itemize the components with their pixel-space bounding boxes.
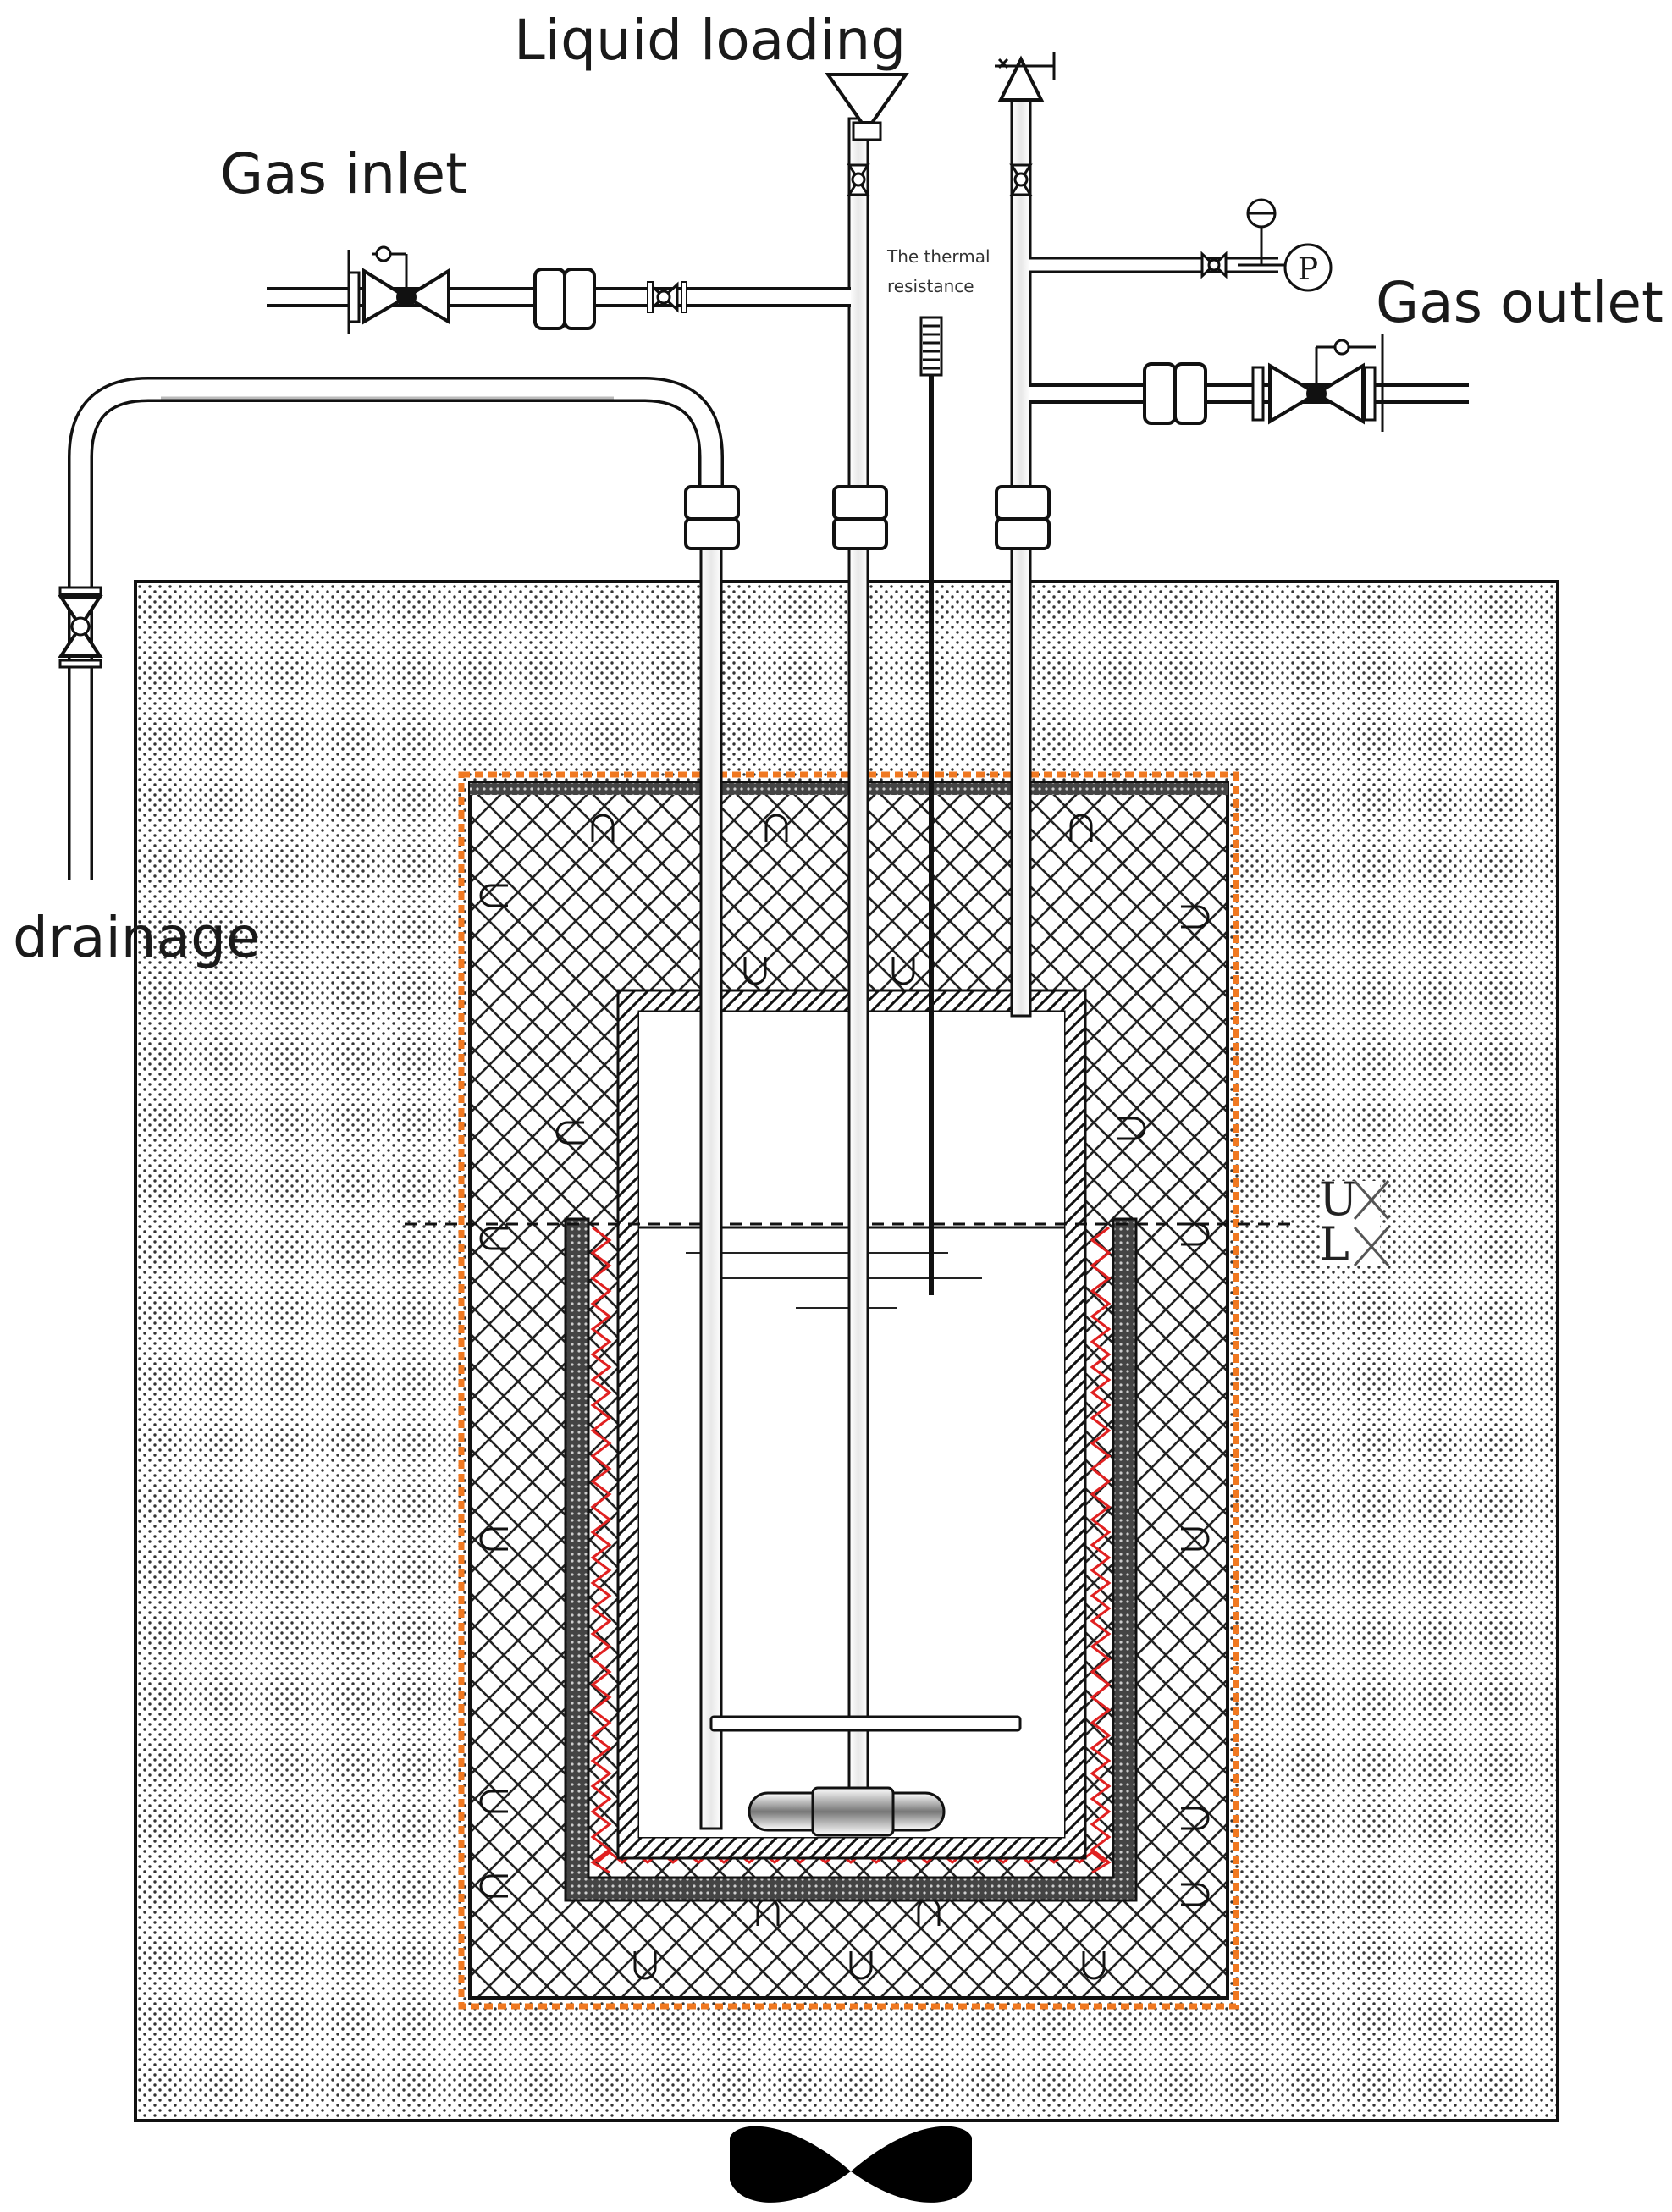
level-indicators: U L bbox=[1319, 1172, 1390, 1271]
stir-bar-icon bbox=[748, 1786, 946, 1837]
gas-inlet-control-valve-icon[interactable] bbox=[347, 245, 450, 334]
pressure-gauge-line: P bbox=[1029, 198, 1333, 292]
safety-valve-icon[interactable] bbox=[995, 52, 1056, 102]
funnel-icon bbox=[825, 73, 909, 141]
drainage-tube bbox=[68, 377, 724, 1830]
gas-inlet-line bbox=[267, 245, 851, 334]
thermal-resistance-probe bbox=[919, 316, 943, 1295]
liquid-loading-label: Liquid loading bbox=[514, 8, 906, 73]
valve-icon[interactable] bbox=[647, 281, 687, 313]
lower-level-label: L bbox=[1319, 1217, 1349, 1271]
propeller-icon bbox=[730, 2126, 972, 2203]
stirrer-paddle bbox=[709, 1715, 1022, 1732]
gas-outlet-label: Gas outlet bbox=[1376, 270, 1664, 335]
drainage-valve-icon[interactable] bbox=[58, 586, 103, 669]
upper-level-label: U bbox=[1319, 1172, 1358, 1226]
heater-coil-right bbox=[1090, 1226, 1112, 1874]
gas-outlet-control-valve-icon[interactable] bbox=[1251, 334, 1384, 432]
thermal-resistance-label-line2: resistance bbox=[887, 276, 974, 296]
gas-outlet-line bbox=[1029, 334, 1469, 432]
valve-icon[interactable] bbox=[1009, 163, 1033, 196]
pressure-gauge-label: P bbox=[1298, 252, 1318, 287]
heater-coil-left bbox=[590, 1226, 612, 1874]
drainage-label: drainage bbox=[13, 905, 261, 970]
gas-inlet-label: Gas inlet bbox=[220, 141, 467, 207]
tube-fittings bbox=[684, 485, 1051, 550]
valve-icon[interactable] bbox=[1200, 251, 1228, 279]
thermal-resistance-label-line1: The thermal bbox=[886, 246, 991, 267]
valve-icon[interactable] bbox=[847, 163, 870, 196]
gas-outlet-tube bbox=[1010, 96, 1032, 1018]
pressure-gauge-icon: P bbox=[1283, 243, 1333, 292]
